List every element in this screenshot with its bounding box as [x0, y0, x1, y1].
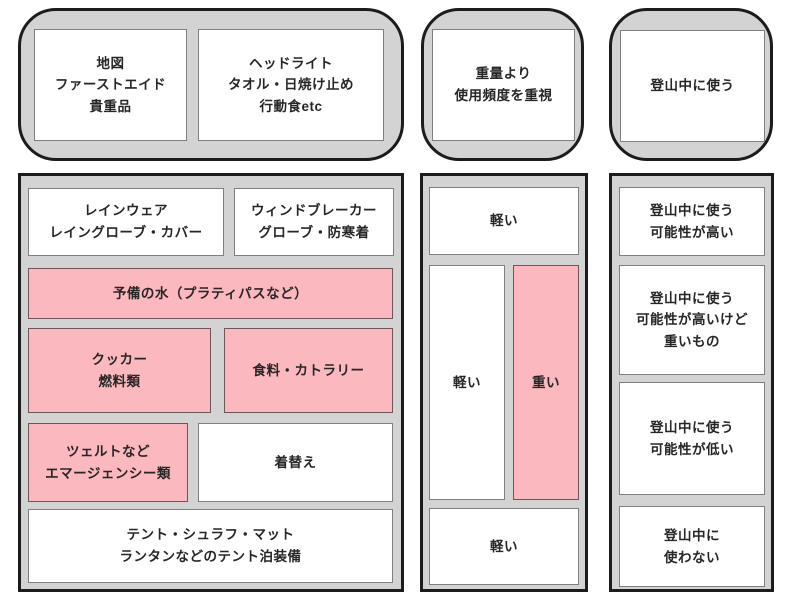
box-spare-water: 予備の水（プラティパスなど） [28, 268, 393, 319]
box-emergency-gear: ツェルトなど エマージェンシー類 [28, 423, 188, 502]
box-light-tall: 軽い [429, 265, 505, 500]
box-food-cutlery: 食料・カトラリー [224, 328, 393, 413]
box-change-of-clothes: 着替え [198, 423, 393, 502]
box-cooker-fuel: クッカー 燃料類 [28, 328, 211, 413]
box-usage-low: 登山中に使う 可能性が低い [619, 382, 765, 495]
usage-header-group: 登山中に使う [609, 8, 773, 161]
box-windbreaker: ウィンドブレーカー グローブ・防寒着 [234, 188, 394, 256]
weight-column-group: 軽い 軽い 重い 軽い [420, 173, 588, 592]
weight-principle-group: 重量より 使用頻度を重視 [421, 8, 584, 161]
box-tent-gear: テント・シュラフ・マット ランタンなどのテント泊装備 [28, 509, 393, 583]
box-headlight-towel-food: ヘッドライト タオル・日焼け止め 行動食etc [198, 29, 384, 141]
usage-column-group: 登山中に使う 可能性が高い 登山中に使う 可能性が高いけど 重いもの 登山中に使… [609, 173, 774, 592]
top-pocket-group: 地図 ファーストエイド 貴重品 ヘッドライト タオル・日焼け止め 行動食etc [18, 8, 404, 161]
box-rainwear: レインウェア レイングローブ・カバー [28, 188, 224, 256]
main-pack-group: レインウェア レイングローブ・カバー ウィンドブレーカー グローブ・防寒着 予備… [18, 173, 404, 592]
box-light-bottom: 軽い [429, 508, 579, 585]
box-map-firstaid-valuables: 地図 ファーストエイド 貴重品 [34, 29, 187, 141]
box-light-top: 軽い [429, 187, 579, 255]
box-use-while-climbing: 登山中に使う [620, 30, 765, 142]
box-frequency-over-weight: 重量より 使用頻度を重視 [432, 29, 575, 141]
box-usage-high-but-heavy: 登山中に使う 可能性が高いけど 重いもの [619, 265, 765, 375]
box-usage-high: 登山中に使う 可能性が高い [619, 187, 765, 256]
box-heavy-tall: 重い [513, 265, 579, 500]
box-usage-never: 登山中に 使わない [619, 506, 765, 587]
